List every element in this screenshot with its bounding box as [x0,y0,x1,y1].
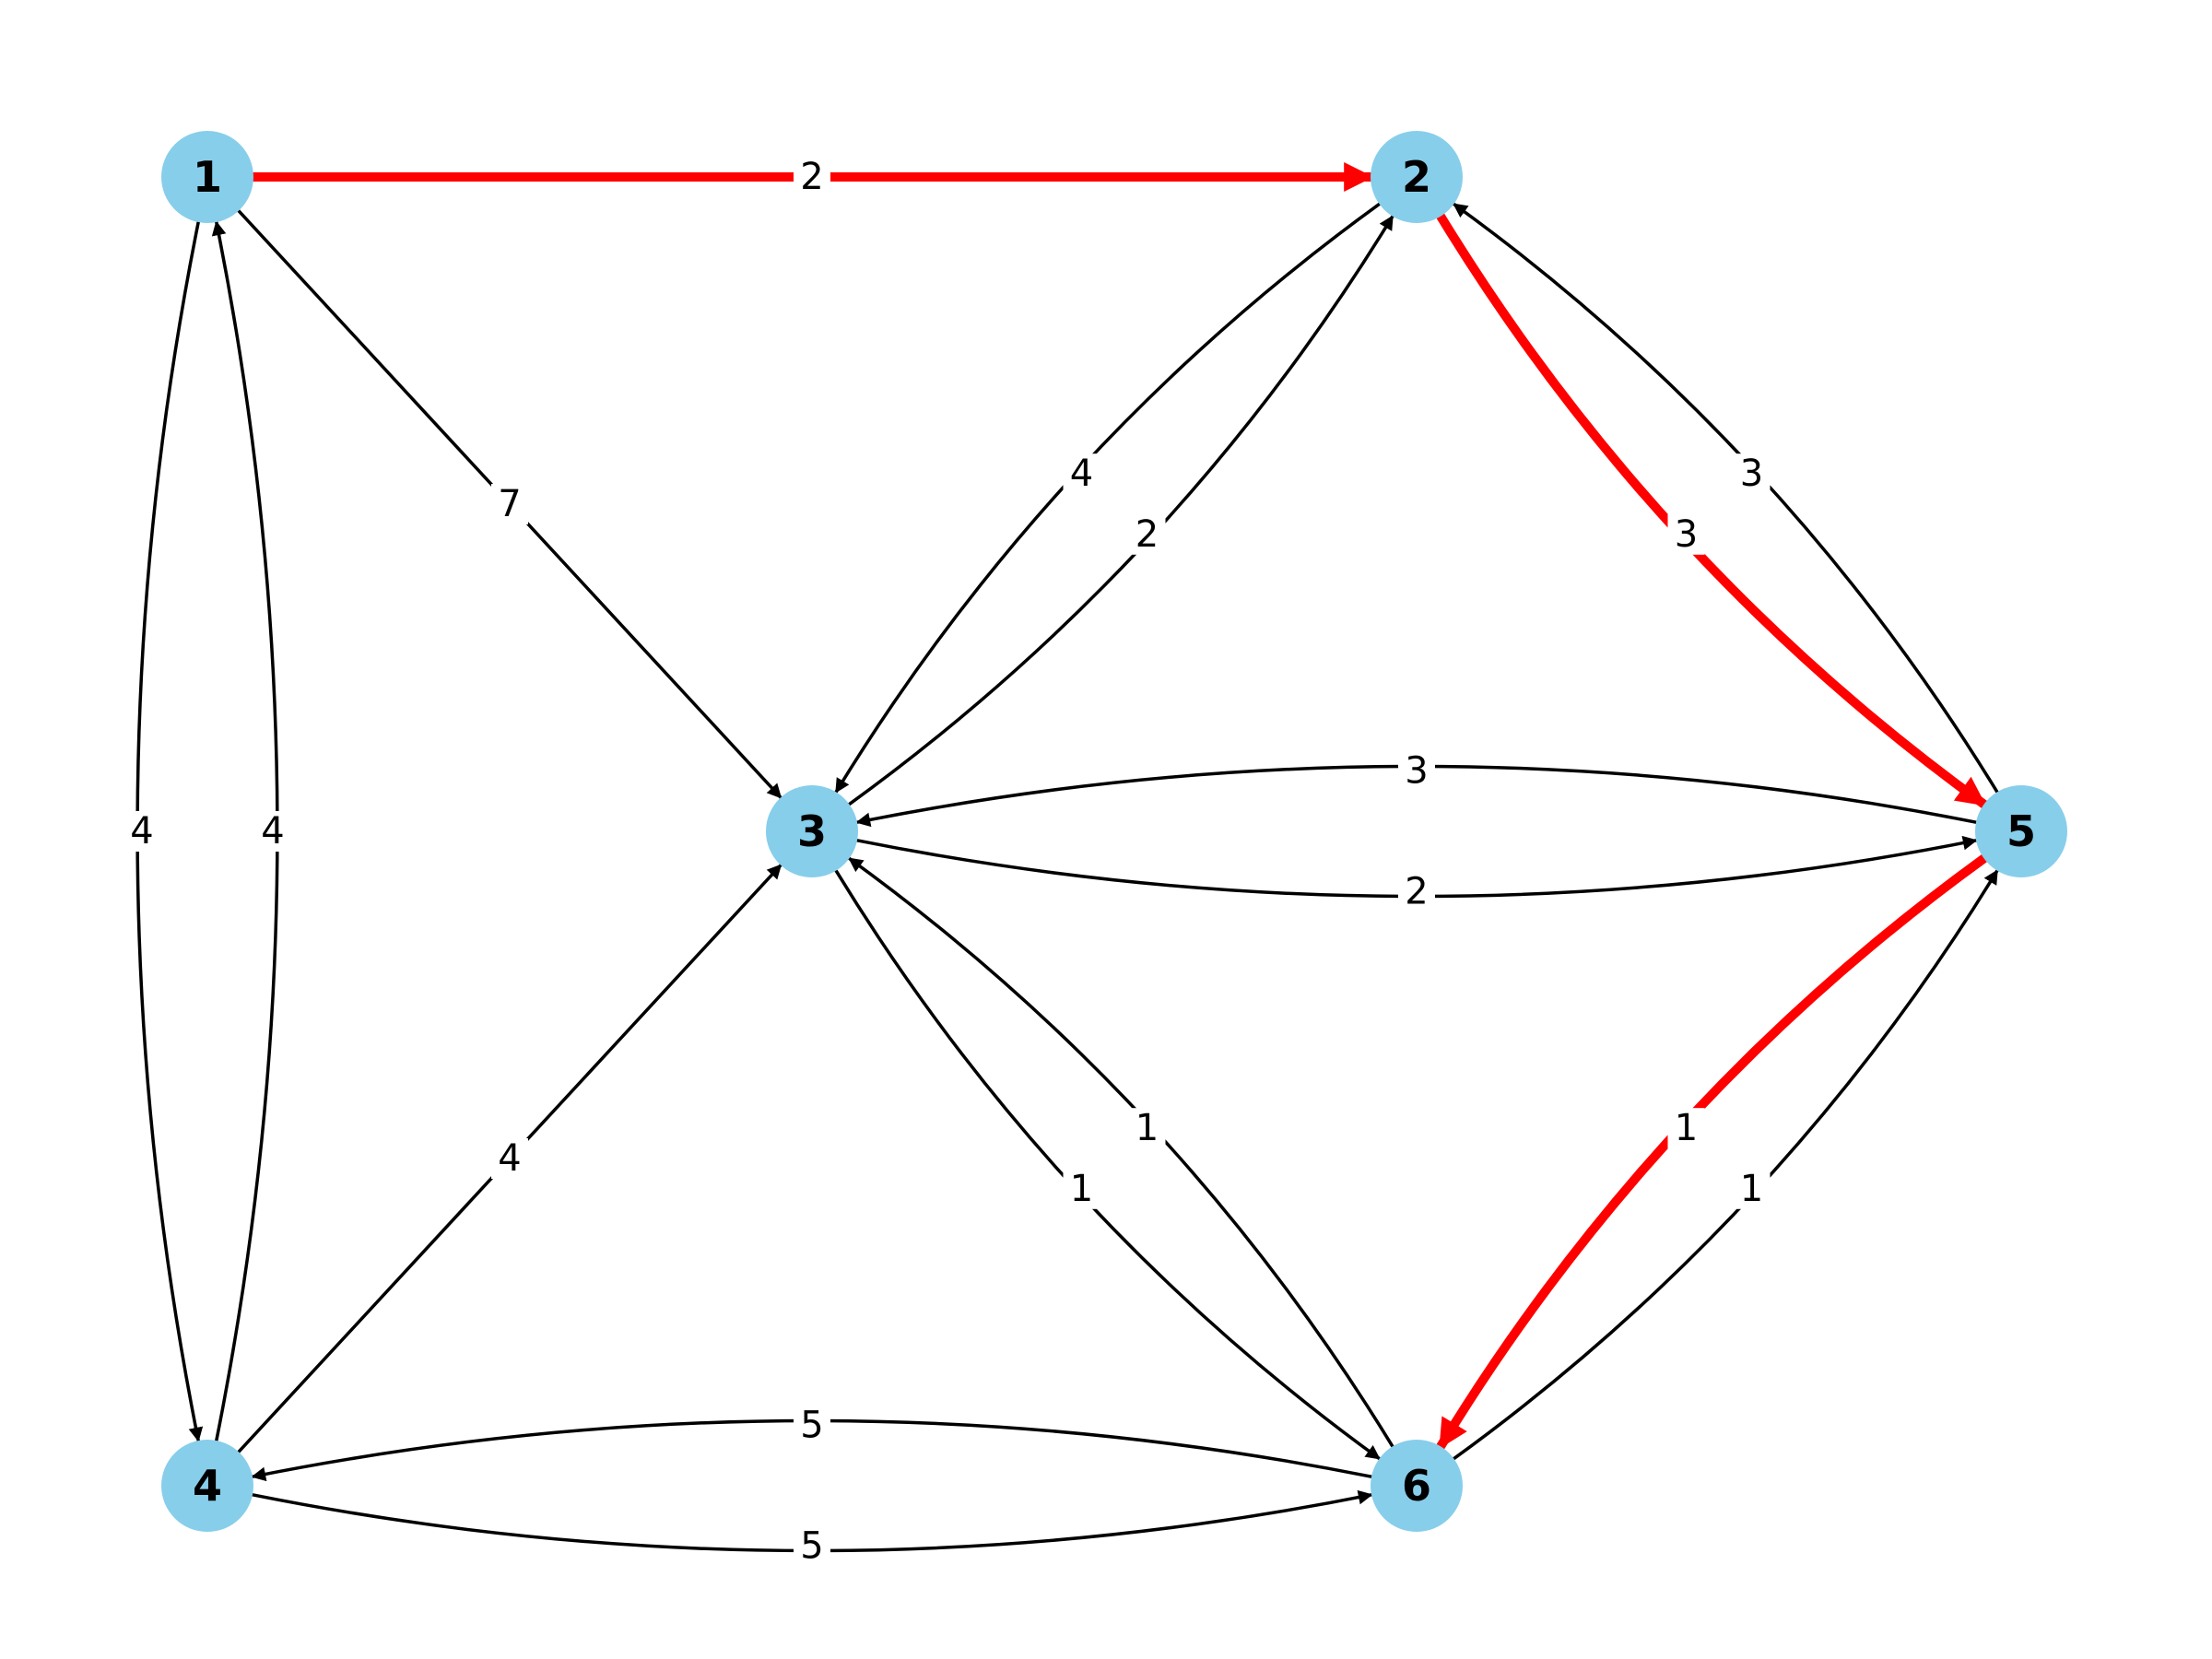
edge-label-1-to-3: 7 [491,483,528,525]
edge-weight-label: 4 [130,810,153,853]
edge-weight-label: 1 [1675,1107,1698,1149]
edge-weight-label: 2 [1405,871,1428,913]
edge-6-to-5 [1452,868,1999,1461]
node-label: 2 [1402,152,1431,202]
edge-label-background [1398,871,1435,912]
edge-label-4-to-1: 4 [254,810,291,853]
edge-label-2-to-5: 3 [1667,513,1705,556]
edge-label-1-to-4: 4 [124,810,160,853]
edge-weight-label: 3 [1675,513,1698,556]
edge-weight-label: 4 [1070,453,1093,495]
edge-3-to-6 [834,868,1382,1461]
edge-label-3-to-6: 1 [1063,1168,1100,1210]
node-label: 6 [1402,1461,1431,1511]
edge-label-background [491,484,528,524]
edge-label-background [1398,750,1435,792]
node-6: 6 [1371,1440,1463,1532]
edge-label-background [1128,513,1166,555]
edge-6-to-3 [847,856,1394,1449]
node-circle [766,785,858,877]
edge-weight-label: 3 [1740,453,1763,495]
edge-label-4-to-3: 4 [491,1137,528,1180]
node-label: 5 [2006,806,2036,856]
edge-weight-label: 1 [1135,1107,1159,1149]
edge-label-5-to-6: 1 [1667,1107,1705,1149]
node-1: 1 [161,131,253,223]
edge-label-background [794,1405,830,1446]
edge-label-background [1667,513,1705,555]
edge-weight-label: 2 [1135,513,1159,556]
edge-label-background [254,811,291,852]
edge-label-background [1667,1108,1705,1149]
node-circle [1975,785,2067,877]
edge-2-to-3 [834,202,1382,794]
edge-label-background [1063,1168,1100,1209]
edge-5-to-2 [1452,202,1999,794]
edge-label-background [794,157,830,197]
edge-weight-label: 4 [498,1137,521,1180]
edge-weight-label: 4 [261,810,284,853]
edge-label-6-to-4: 5 [794,1404,830,1446]
edge-weight-label: 5 [800,1525,823,1568]
edge-weight-label: 1 [1070,1168,1093,1210]
node-5: 5 [1975,785,2067,877]
node-2: 2 [1371,131,1463,223]
node-label: 4 [193,1461,222,1511]
edge-label-6-to-5: 1 [1733,1168,1771,1210]
edge-weight-label: 5 [800,1404,823,1446]
edge-label-background [491,1138,528,1179]
edge-label-background [1733,1168,1771,1209]
edge-3-to-2 [847,214,1394,806]
edge-label-6-to-3: 1 [1128,1107,1166,1149]
nodes-layer: 1 2 3 4 5 6 [161,131,2067,1532]
node-4: 4 [161,1440,253,1532]
edge-label-1-to-2: 2 [794,156,830,198]
node-label: 1 [193,152,222,202]
edge-label-2-to-3: 4 [1063,453,1100,495]
edge-label-3-to-5: 2 [1398,871,1435,913]
edge-label-background [124,811,160,852]
edge-weight-label: 1 [1740,1168,1763,1210]
edge-weight-label: 7 [498,483,521,525]
edge-label-4-to-6: 5 [794,1525,830,1568]
edge-label-3-to-2: 2 [1128,513,1166,556]
edges-layer [135,161,1999,1553]
edge-label-5-to-2: 3 [1733,453,1771,495]
node-label: 3 [797,806,827,856]
edge-label-background [1733,453,1771,495]
edge-weight-label: 3 [1405,749,1428,792]
node-circle [161,131,253,223]
edge-label-background [1063,453,1100,495]
edge-weight-label: 2 [800,156,823,198]
edge-label-background [1128,1108,1166,1149]
node-circle [1371,1440,1463,1532]
node-circle [1371,131,1463,223]
edge-label-background [794,1525,830,1567]
edge-label-5-to-3: 3 [1398,749,1435,792]
edge-5-to-6 [1436,853,1989,1452]
node-circle [161,1440,253,1532]
edge-2-to-5 [1436,211,1989,809]
node-3: 3 [766,785,858,877]
